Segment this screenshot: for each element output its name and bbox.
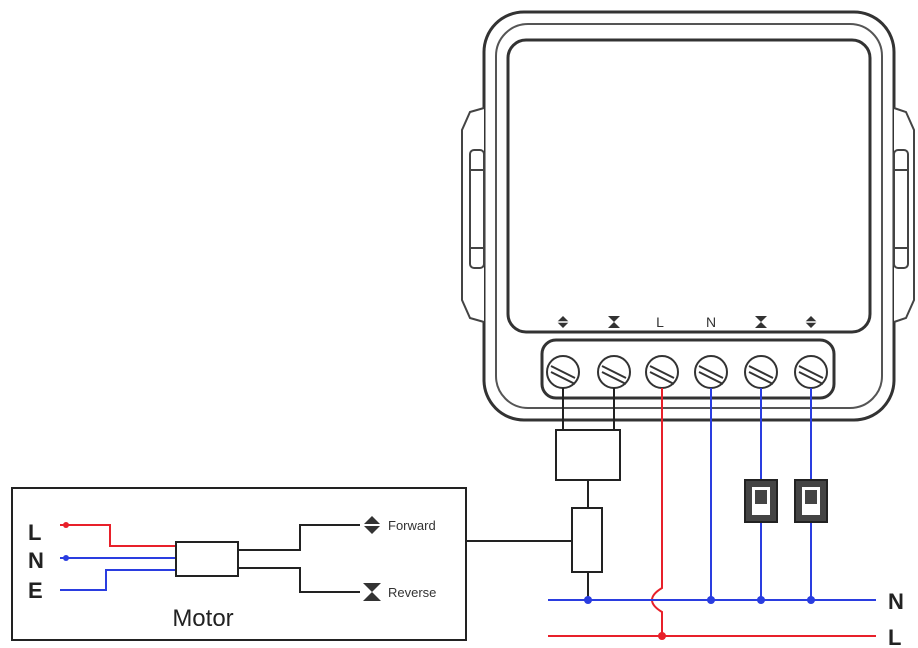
junction-dot	[658, 632, 666, 640]
motor-winding-box	[175, 541, 239, 577]
motor-output-reverse: Reverse	[388, 585, 436, 600]
module-live-wire	[650, 388, 663, 636]
motor-output-wires	[466, 388, 621, 600]
motor-forward-lead	[238, 524, 360, 551]
smart-module: L N	[461, 10, 915, 422]
screw-terminal	[744, 355, 778, 389]
screw-terminal	[645, 355, 679, 389]
screw-terminal	[546, 355, 580, 389]
motor-live-dot	[63, 522, 69, 528]
motor-box: L N E Forward Reverse Motor	[11, 487, 467, 641]
terminal-block	[540, 338, 836, 400]
junction-dot	[807, 596, 815, 604]
junction-dot	[707, 596, 715, 604]
junction-dots	[584, 596, 815, 640]
wire-junction-box	[555, 429, 621, 481]
motor-output-forward: Forward	[388, 518, 436, 533]
wall-switch-forward	[794, 479, 828, 523]
motor-earth-wire	[60, 569, 176, 591]
screw-terminal	[597, 355, 631, 389]
terminal-icon-reverse-1	[608, 316, 620, 328]
terminal-icon-forward-2	[803, 316, 819, 328]
forward-icon	[361, 516, 383, 534]
terminal-label-l: L	[656, 314, 664, 330]
mains-neutral-label: N	[888, 589, 904, 614]
capacitor-box	[571, 507, 603, 573]
switch-wires	[760, 388, 812, 600]
motor-live-wire	[60, 524, 176, 547]
module-face	[506, 38, 872, 334]
right-clip	[893, 107, 915, 323]
screw-terminal	[794, 355, 828, 389]
wall-switch-reverse	[744, 479, 778, 523]
screw-terminals	[546, 355, 828, 389]
reverse-icon	[363, 583, 381, 601]
terminal-label-n: N	[706, 314, 716, 330]
motor-input-l: L	[28, 520, 41, 545]
terminal-icon-reverse-2	[755, 316, 767, 328]
junction-dot	[584, 596, 592, 604]
motor-reverse-lead	[238, 567, 360, 593]
terminal-icon-forward-1	[555, 316, 571, 328]
mains-live-label: L	[888, 625, 901, 648]
motor-title: Motor	[172, 605, 233, 632]
motor-input-e: E	[28, 578, 43, 603]
junction-dot	[757, 596, 765, 604]
motor-input-n: N	[28, 548, 44, 573]
screw-terminal	[694, 355, 728, 389]
left-clip	[461, 107, 485, 323]
motor-neutral-dot	[63, 555, 69, 561]
